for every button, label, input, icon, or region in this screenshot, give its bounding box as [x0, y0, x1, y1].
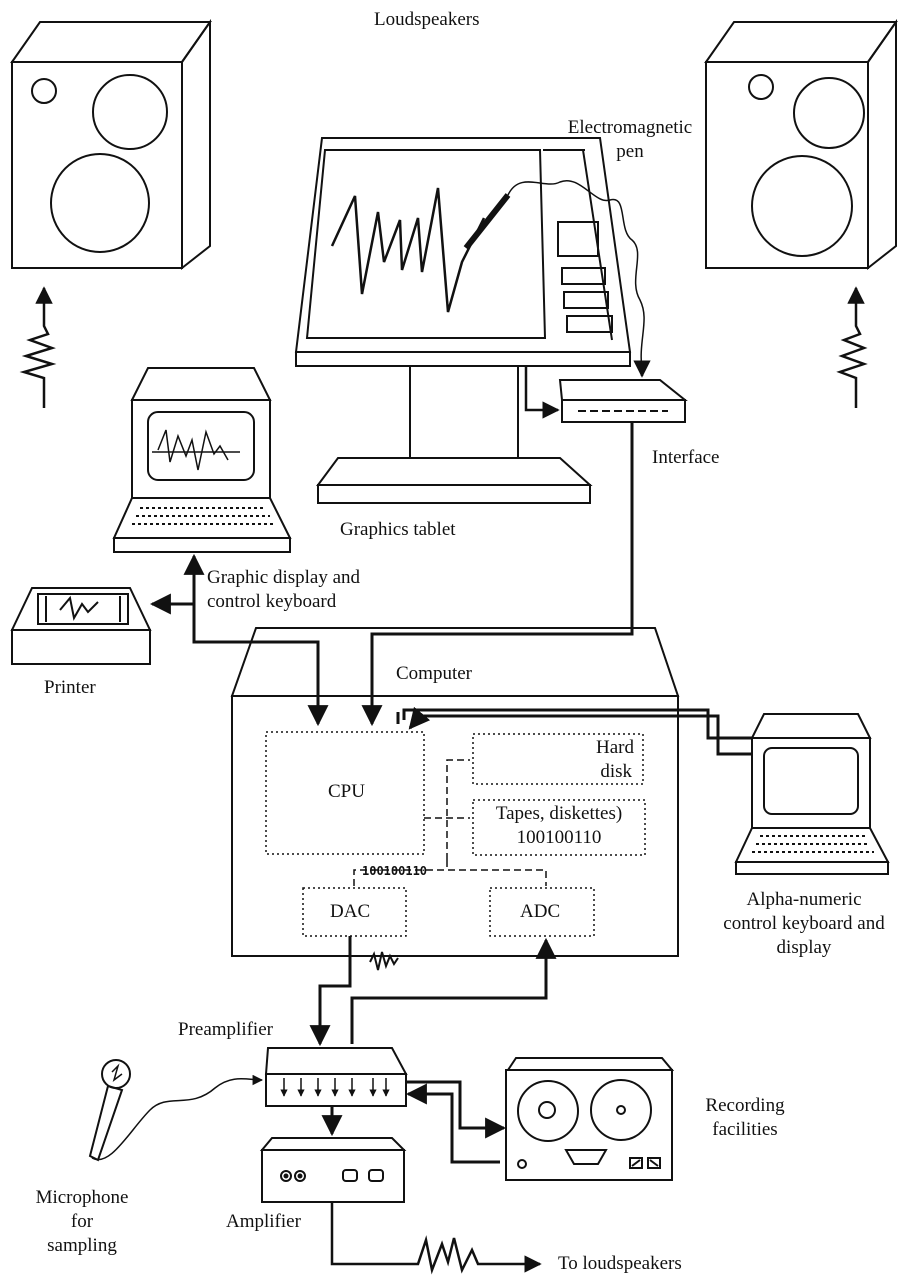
- microphone-label-line1: Microphone: [35, 1187, 129, 1208]
- graphic-display-terminal: [112, 367, 292, 553]
- dac-box: [302, 887, 407, 937]
- interface-box: [558, 379, 688, 423]
- to-loudspeakers-label: To loudspeakers: [558, 1253, 682, 1274]
- right-loudspeaker: [704, 18, 898, 271]
- adc-label: ADC: [520, 901, 561, 922]
- hard-disk-box: [472, 733, 644, 785]
- printer-label: Printer: [44, 677, 96, 698]
- hard-disk-label-line1: Hard: [596, 737, 634, 758]
- computer-enclosure: [230, 627, 680, 957]
- left-loudspeaker: [10, 18, 212, 271]
- recording-label-line1: Recording: [705, 1095, 785, 1116]
- microphone: [88, 1059, 264, 1162]
- left-speaker-signal-arrow: [19, 286, 57, 408]
- hard-disk-label-line2: disk: [600, 761, 632, 782]
- recording-facilities: [505, 1057, 675, 1181]
- display-connection-arrows: [149, 422, 634, 727]
- tapes-box: [472, 799, 646, 856]
- tapes-label-line2: 100100110: [516, 827, 602, 848]
- cpu-label: CPU: [328, 781, 365, 802]
- pen-label-line1: Electromagnetic: [567, 117, 693, 138]
- dac-label: DAC: [330, 901, 371, 922]
- pen-label-line2: pen: [616, 141, 644, 162]
- preamplifier: [264, 1047, 408, 1107]
- bus-bits-label: 100100110: [362, 864, 428, 878]
- cpu-terminal-link: [396, 706, 752, 756]
- internal-bus: [353, 759, 547, 886]
- interface-label: Interface: [652, 447, 720, 468]
- alpha-numeric-label-line2: control keyboard and: [723, 913, 885, 934]
- graphics-tablet: [294, 137, 645, 504]
- amplifier-label: Amplifier: [226, 1211, 301, 1232]
- tapes-label-line1: Tapes, diskettes): [495, 803, 623, 824]
- graphics-tablet-label: Graphics tablet: [340, 519, 456, 540]
- graphic-display-label-line1: Graphic display and: [207, 567, 361, 588]
- dac-adc-signal-arrows: [309, 936, 557, 1047]
- microphone-label-line3: sampling: [47, 1235, 117, 1256]
- loudspeakers-label: Loudspeakers: [374, 9, 480, 30]
- amplifier: [259, 1137, 407, 1203]
- preamplifier-label: Preamplifier: [178, 1019, 273, 1040]
- graphic-display-label-line2: control keyboard: [207, 591, 337, 612]
- adc-box: [489, 887, 595, 937]
- preamp-recorder-links: [321, 1080, 507, 1164]
- alpha-numeric-terminal: [734, 713, 890, 875]
- amplifier-output-arrow: [330, 1202, 542, 1275]
- right-speaker-signal-arrow: [836, 286, 868, 408]
- recording-label-line2: facilities: [712, 1119, 778, 1140]
- printer: [10, 587, 152, 665]
- computer-label: Computer: [396, 663, 472, 684]
- alpha-numeric-label-line1: Alpha-numeric: [746, 889, 862, 910]
- computer-internal-units: [265, 731, 646, 937]
- microphone-label-line2: for: [70, 1211, 94, 1232]
- alpha-numeric-label-line3: display: [776, 937, 832, 958]
- tablet-to-interface-arrows: [524, 360, 651, 419]
